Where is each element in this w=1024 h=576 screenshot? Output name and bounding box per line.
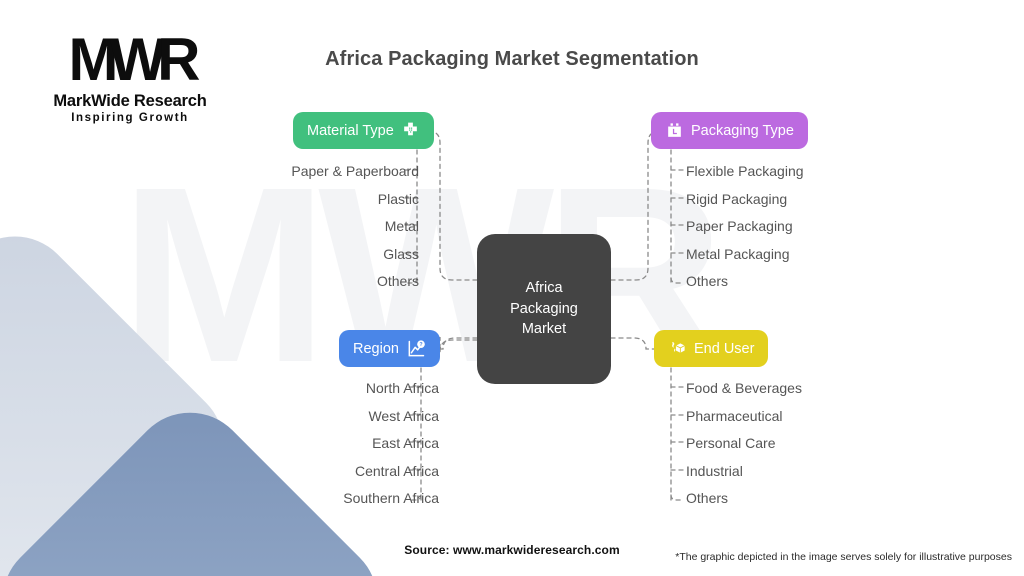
leaf-item[interactable]: Personal Care — [686, 435, 776, 451]
leaf-item[interactable]: Pharmaceutical — [686, 407, 783, 424]
connector-center-packaging — [610, 130, 661, 281]
material-cross-icon — [401, 121, 420, 140]
leaf-list-region: North Africa West Africa East Africa Cen… — [343, 375, 439, 513]
disclaimer-note: *The graphic depicted in the image serve… — [675, 551, 1012, 563]
leaf-item[interactable]: Glass — [383, 245, 419, 262]
leaf-item[interactable]: Flexible Packaging — [686, 163, 804, 179]
leaf-item[interactable]: Metal Packaging — [686, 245, 790, 262]
center-node-line1: Africa — [525, 280, 563, 297]
page-title: Africa Packaging Market Segmentation — [325, 48, 699, 70]
branch-label-region: Region — [353, 340, 399, 357]
leaf-item[interactable]: Food & Beverages — [686, 380, 802, 396]
stub-material-last — [403, 277, 418, 284]
logo-mark: MWR — [68, 26, 201, 93]
leaf-item[interactable]: Plastic — [377, 190, 419, 207]
connector-center-region-b — [432, 337, 478, 350]
logo-tagline: Inspiring Growth — [71, 112, 189, 124]
logo-company-name: MarkWide Research — [53, 92, 207, 110]
connector-center-material — [427, 130, 478, 281]
leaf-item[interactable]: Others — [686, 490, 729, 506]
package-box-icon — [665, 121, 684, 140]
svg-text:?: ? — [419, 342, 422, 348]
leaf-list-packaging-type: Flexible Packaging Rigid Packaging Paper… — [686, 158, 804, 296]
stub-enduser-last — [670, 494, 685, 501]
leaf-item[interactable]: Southern Africa — [343, 490, 439, 506]
center-node[interactable]: Africa Packaging Market — [477, 234, 611, 384]
leaf-item[interactable]: Paper & Paperboard — [291, 163, 419, 179]
source-citation: Source: www.markwideresearch.com — [404, 543, 620, 557]
cube-user-icon — [668, 339, 687, 358]
leaf-list-end-user: Food & Beverages Pharmaceutical Personal… — [686, 375, 802, 513]
chart-growth-icon: ? — [406, 339, 426, 359]
leaf-item[interactable]: Others — [376, 273, 419, 289]
branch-badge-region[interactable]: Region ? — [339, 330, 440, 367]
leaf-item[interactable]: West Africa — [368, 407, 439, 424]
leaf-item[interactable]: Industrial — [686, 462, 743, 479]
center-node-line3: Market — [521, 321, 567, 338]
branch-badge-material-type[interactable]: Material Type — [293, 112, 434, 149]
leaf-list-material-type: Paper & Paperboard Plastic Metal Glass O… — [291, 158, 419, 296]
leaf-item[interactable]: Paper Packaging — [686, 218, 793, 234]
branch-badge-packaging-type[interactable]: Packaging Type — [651, 112, 808, 149]
branch-badge-end-user[interactable]: End User — [654, 330, 769, 367]
leaf-item[interactable]: Rigid Packaging — [686, 190, 788, 207]
connector-center-enduser — [610, 337, 657, 350]
leaf-item[interactable]: Others — [686, 273, 729, 289]
branch-label-packaging-type: Packaging Type — [691, 122, 794, 139]
branch-label-material-type: Material Type — [307, 122, 394, 139]
stub-packaging-last — [670, 277, 685, 284]
leaf-item[interactable]: Metal — [384, 218, 419, 234]
branch-label-end-user: End User — [694, 340, 755, 357]
leaf-item[interactable]: North Africa — [365, 380, 439, 396]
leaf-item[interactable]: Central Africa — [354, 462, 439, 479]
stub-region-last — [407, 494, 422, 501]
brand-logo: MWR MarkWide Research Inspiring Growth — [30, 26, 230, 125]
leaf-item[interactable]: East Africa — [372, 435, 439, 451]
center-node-line2: Packaging — [510, 300, 578, 317]
